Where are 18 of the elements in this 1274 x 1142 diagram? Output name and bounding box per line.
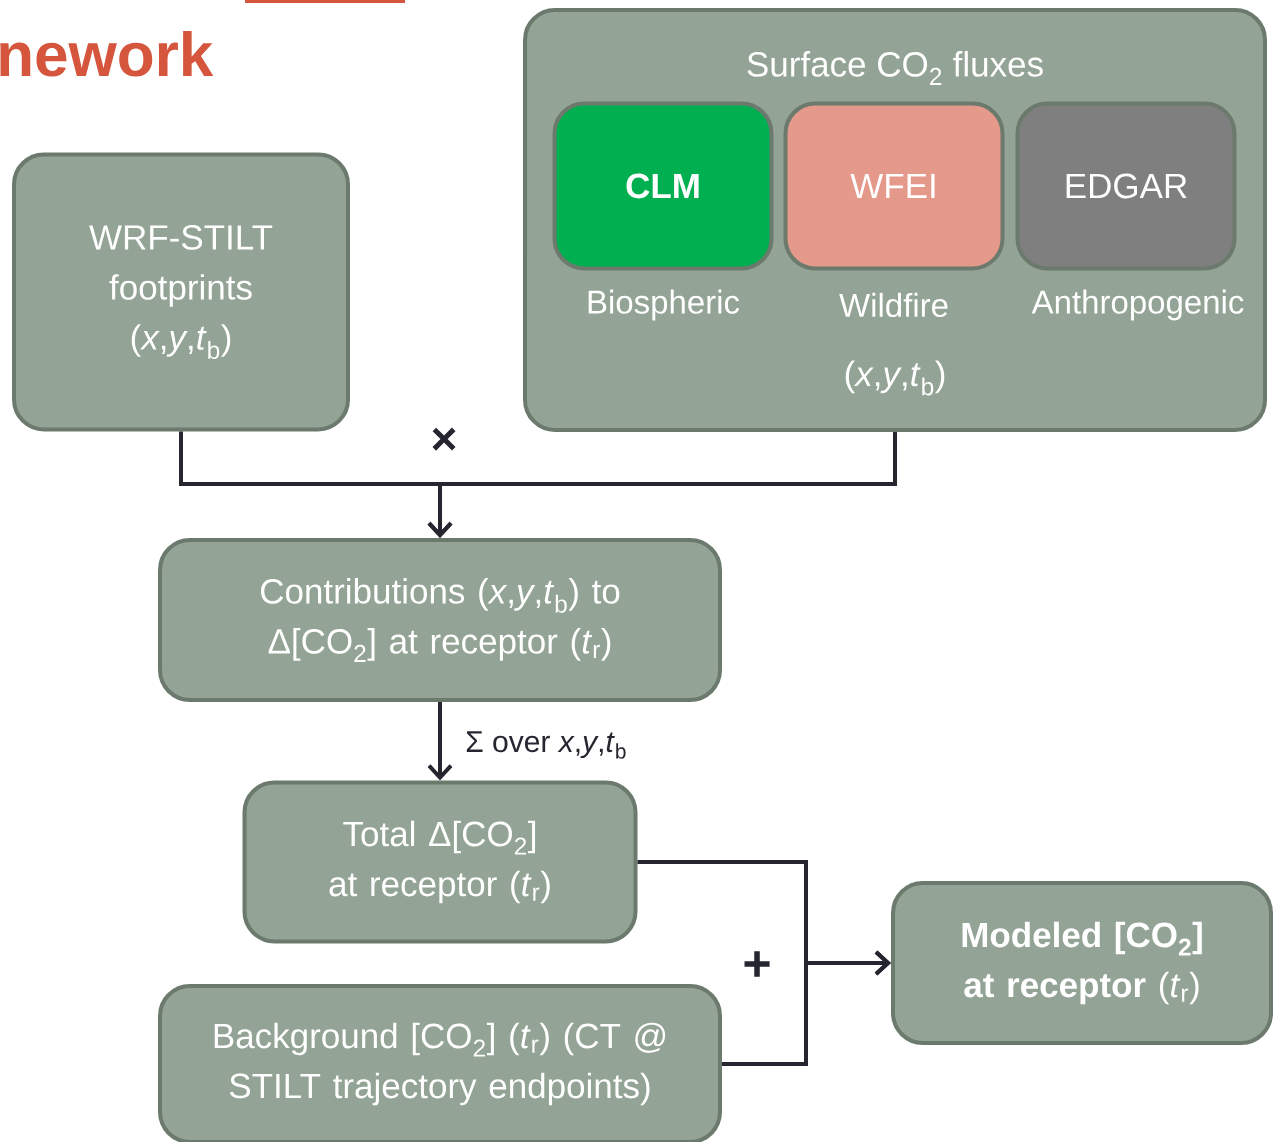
connector-arrow [427, 702, 453, 781]
edge-label: × [429, 426, 459, 456]
connector-arrow [427, 432, 897, 538]
process-box: Contributions (x,y,t$_{b}$) to Δ[CO$_{2}$] at receptor (t$_{r}$) [158, 538, 722, 702]
caption-text: Wildfire [839, 292, 948, 318]
edge-label: Σ over x,y,t$_{b}$ [464, 730, 628, 760]
title: nework [0, 31, 214, 77]
process-box: Background [CO$_{2}$] (t$_{r}$) (CT @ STILT trajectory endpoints) [158, 984, 722, 1142]
model-box: EDGAR [1015, 101, 1237, 271]
caption-text: Biospheric [588, 289, 740, 321]
caption-text: Anthropogenic [1031, 289, 1244, 321]
process-box: Total Δ[CO$_{2}$] at receptor (t$_{r}$) [242, 780, 638, 944]
model-box: CLM [552, 101, 774, 271]
edge-label: + [741, 950, 773, 982]
model-box: WFEI [783, 101, 1005, 271]
connector-arrow [722, 950, 891, 1066]
process-box: Modeled [CO$_{2}$] at receptor (t$_{r}$) [891, 881, 1273, 1045]
process-box: WRF-STILT footprints (x,y,t$_{b}$) [12, 152, 350, 432]
